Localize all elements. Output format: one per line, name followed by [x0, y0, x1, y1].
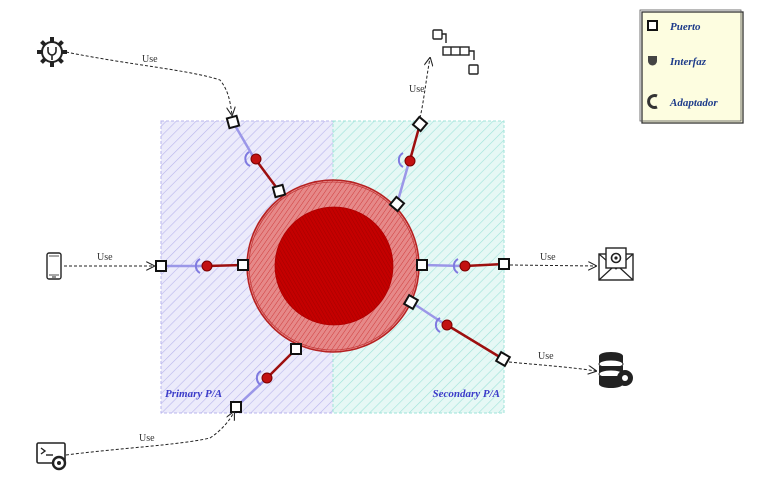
port-bottom-left-outer	[230, 401, 242, 413]
use-label-terminal: Use	[139, 433, 155, 444]
secondary-zone-label: Secondary P/A	[432, 388, 500, 400]
port-right-lower-outer	[494, 350, 512, 368]
port-left-outer	[155, 260, 167, 272]
primary-zone-label: Primary P/A	[165, 388, 222, 400]
interface-top-left	[244, 151, 262, 167]
use-label-gear: Use	[142, 54, 158, 65]
interface-right-lower	[434, 317, 453, 333]
port-top-right-outer	[411, 115, 429, 133]
interface-connectors	[194, 151, 471, 386]
port-right-lower-inner	[402, 293, 420, 311]
legend-port-label: Puerto	[670, 21, 701, 33]
ports	[155, 114, 512, 413]
port-top-left-inner	[271, 183, 287, 199]
legend-port-icon	[647, 20, 658, 31]
port-top-left-outer	[225, 114, 241, 130]
application-core	[246, 179, 420, 353]
legend-interface-icon	[648, 56, 657, 66]
terminal-settings-icon	[36, 442, 67, 471]
use-connectors	[64, 51, 596, 456]
gear-icon	[37, 37, 67, 67]
port-top-right-inner	[388, 195, 406, 213]
legend: Puerto Interfaz Adaptador	[639, 9, 744, 124]
connector-terminal	[65, 412, 234, 456]
legend-adapter-label: Adaptador	[669, 97, 718, 109]
port-bottom-left-inner	[290, 343, 302, 355]
legend-interface-label: Interfaz	[669, 56, 707, 68]
port-left-inner	[237, 259, 249, 271]
port-right-outer	[498, 258, 510, 270]
interface-right	[452, 258, 471, 274]
connector-gear	[65, 51, 232, 115]
queue-flow-icon	[432, 29, 479, 75]
email-icon	[598, 247, 634, 281]
interface-top-right	[397, 152, 416, 168]
connector-email	[509, 265, 596, 266]
interface-bottom-left	[255, 370, 273, 386]
smartphone-icon	[46, 252, 62, 280]
port-right-inner	[416, 259, 428, 271]
use-label-database: Use	[538, 351, 554, 362]
database-settings-icon	[598, 352, 633, 388]
use-label-phone: Use	[97, 252, 113, 263]
legend-adapter-icon	[647, 94, 658, 109]
interface-left	[194, 258, 213, 274]
connector-database	[508, 361, 596, 371]
connector-queue	[419, 58, 430, 119]
use-label-queue: Use	[409, 84, 425, 95]
use-label-email: Use	[540, 252, 556, 263]
